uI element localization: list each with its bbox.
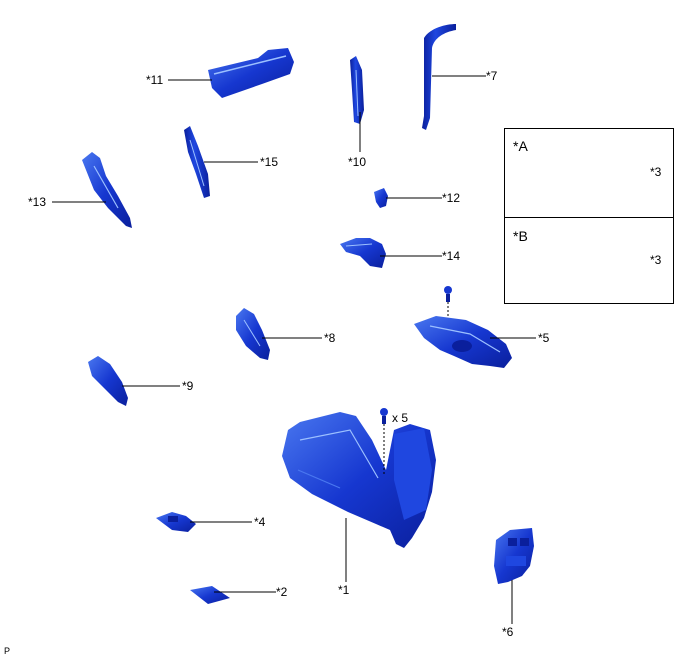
variant-inset-box: *A *B bbox=[504, 128, 674, 304]
inset-divider bbox=[505, 217, 673, 218]
label-part-2: *2 bbox=[276, 585, 288, 599]
label-part-11: *11 bbox=[146, 73, 164, 87]
part-4-small-tray bbox=[156, 512, 196, 532]
label-part-4: *4 bbox=[254, 515, 266, 529]
label-part-1: *1 bbox=[338, 583, 350, 597]
label-part-15: *15 bbox=[260, 155, 279, 169]
label-inset-a-part-3: *3 bbox=[650, 165, 662, 179]
part-1-console-box bbox=[282, 412, 436, 548]
part-9-side-panel bbox=[88, 356, 128, 406]
label-screw-count: x 5 bbox=[392, 411, 409, 425]
part-8-side-panel bbox=[236, 308, 270, 360]
label-inset-b-part-3: *3 bbox=[650, 253, 662, 267]
corner-code: P bbox=[4, 646, 11, 656]
part-13-side-cover bbox=[82, 152, 132, 228]
label-part-10: *10 bbox=[348, 155, 367, 169]
part-11-console-upper-panel bbox=[208, 48, 294, 98]
part-5-console-upper-frame bbox=[414, 316, 512, 368]
part-2-mat bbox=[190, 586, 230, 604]
part-14-bracket bbox=[340, 238, 386, 268]
part-6-rear-panel bbox=[494, 528, 534, 584]
label-part-13: *13 bbox=[28, 195, 47, 209]
label-part-5: *5 bbox=[538, 331, 550, 345]
label-part-12: *12 bbox=[442, 191, 461, 205]
label-part-14: *14 bbox=[442, 249, 461, 263]
inset-a-title: *A bbox=[513, 138, 528, 154]
screw-icon bbox=[380, 408, 388, 474]
part-12-knob bbox=[374, 188, 388, 208]
part-10-side-strip bbox=[350, 56, 364, 124]
label-part-6: *6 bbox=[502, 625, 514, 639]
inset-b-title: *B bbox=[513, 228, 528, 244]
part-7-shift-lever-trim-bar bbox=[422, 24, 456, 130]
label-part-7: *7 bbox=[486, 69, 498, 83]
label-part-9: *9 bbox=[182, 379, 194, 393]
label-part-8: *8 bbox=[324, 331, 336, 345]
part-15-inner-trim-strip bbox=[184, 126, 210, 198]
